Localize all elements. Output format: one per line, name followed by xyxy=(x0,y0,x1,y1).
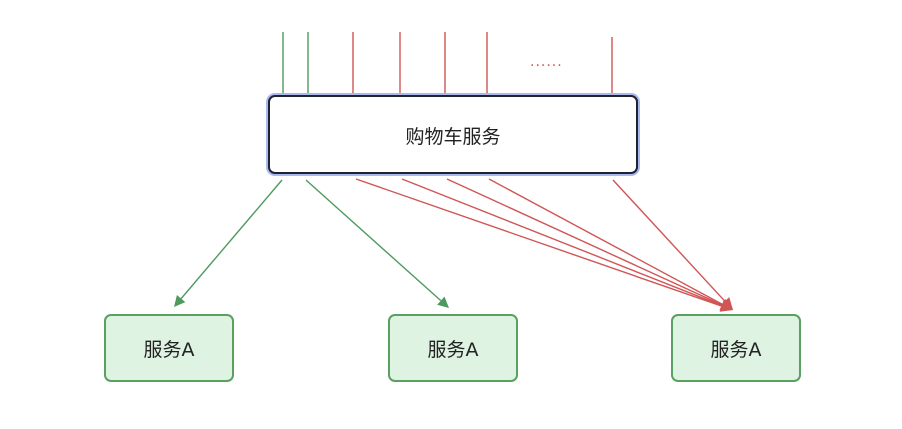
service-a-box-1: 服务A xyxy=(104,314,234,382)
cart-service-box xyxy=(268,95,638,174)
route-arrow-red-5-line xyxy=(612,179,726,302)
route-arrow-red-4-line xyxy=(488,178,723,305)
route-arrow-green-2-line xyxy=(305,179,442,302)
route-arrow-green-1-line xyxy=(180,179,283,300)
route-arrow-red-1-line xyxy=(355,178,722,307)
service-a-box-3: 服务A xyxy=(671,314,801,382)
route-arrow-green-2-arrowhead xyxy=(437,296,449,308)
cart-service-label: 购物车服务 xyxy=(405,126,501,148)
service-a-box-2: 服务A xyxy=(388,314,518,382)
route-arrow-green-1-arrowhead xyxy=(174,295,186,307)
route-arrow-red-3-line xyxy=(446,178,723,306)
route-arrow-red-5-arrowhead xyxy=(720,297,733,310)
more-requests-ellipsis: ...... xyxy=(530,54,563,70)
route-arrow-red-2-line xyxy=(401,178,723,307)
